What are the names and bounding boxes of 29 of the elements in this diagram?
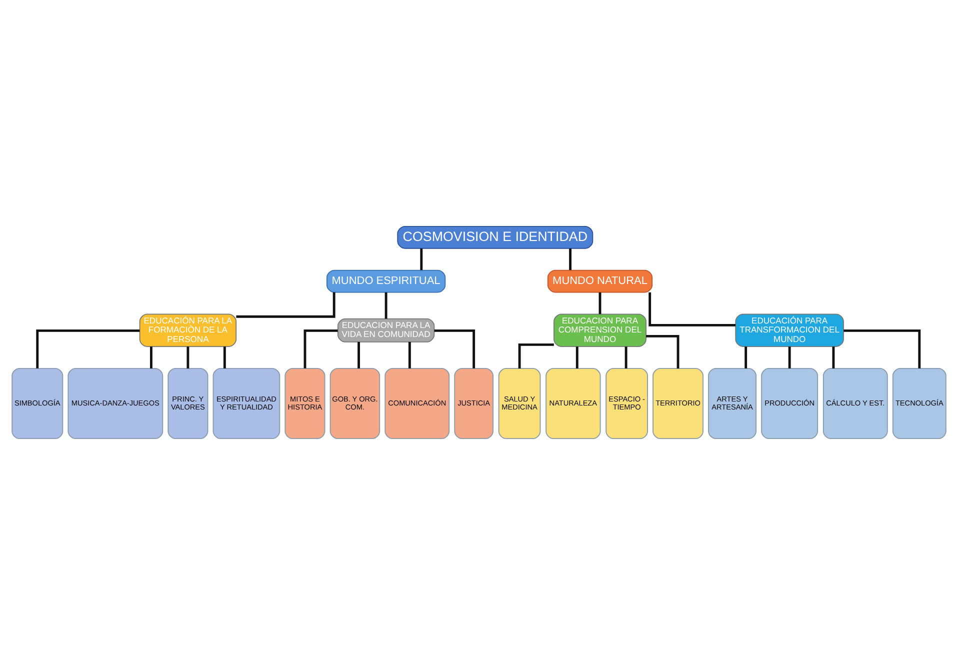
connector: [832, 346, 835, 368]
connector: [384, 292, 388, 319]
connector: [788, 346, 791, 368]
node-box: EDUCACIÓN PARA LA FORMACIÒN DE LA PERSONA: [139, 314, 237, 347]
node-box: MUNDO NATURAL: [547, 270, 653, 293]
connector: [624, 346, 628, 368]
connector: [569, 248, 572, 270]
connector: [150, 346, 152, 368]
connector: [304, 329, 338, 368]
connector: [646, 334, 680, 368]
node-box: MUNDO ESPIRITUAL: [326, 270, 446, 293]
connector: [223, 346, 226, 368]
connector: [744, 346, 748, 368]
node-box: EDUCACION PARA LA VIDA EN COMUNIDAD: [337, 318, 435, 342]
connector: [420, 248, 423, 270]
node-box: EDUCACION PARA COMPRENSION DEL MUNDO: [554, 314, 646, 347]
connector: [576, 346, 578, 368]
connector: [36, 329, 140, 368]
connector: [408, 342, 411, 368]
connector: [518, 343, 554, 368]
connector: [648, 292, 736, 326]
node-box: EDUCACIÓN PARA TRANSFORMACION DEL MUNDO: [735, 314, 844, 347]
connector: [598, 292, 602, 314]
node-box: COSMOVISION E IDENTIDAD: [397, 226, 594, 249]
connector: [186, 346, 190, 368]
connector: [434, 329, 476, 368]
connector: [236, 292, 336, 318]
connector: [844, 329, 921, 368]
connector: [358, 342, 360, 368]
